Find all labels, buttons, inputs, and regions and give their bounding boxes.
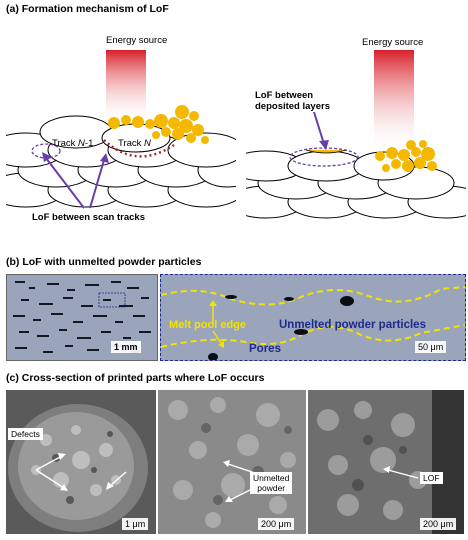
energy-beam (106, 50, 146, 122)
melt-pool-edge-label: Melt pool edge (169, 319, 246, 331)
energy-source-label-right: Energy source (362, 37, 423, 48)
layer-ellipses (246, 151, 466, 218)
melt-pool-edge-upper (161, 287, 465, 305)
sem-texture-2 (158, 390, 306, 534)
lof-layers-label: LoF between deposited layers (255, 90, 330, 112)
sem-image-1: Defects 1 μm (6, 390, 156, 534)
deposited-layer-schematic (246, 20, 466, 230)
sem-texture-3 (308, 390, 464, 534)
optical-micrograph-zoom: Melt pool edge Unmelted powder particles… (160, 274, 466, 361)
unmelted-powder-callout: Unmelted powder (250, 472, 292, 494)
sem-image-3: LOF 200 μm (308, 390, 464, 534)
lof-scan-tracks-label: LoF between scan tracks (32, 212, 145, 223)
sem-image-2: Unmelted powder 200 μm (158, 390, 306, 534)
defects-label: Defects (8, 428, 43, 440)
scale-bar-200um-b: 200 μm (420, 518, 456, 530)
optical-micrograph-overview: 1 mm (6, 274, 158, 361)
track-n-label: Track N (118, 138, 151, 149)
scale-bar-50um: 50 μm (415, 341, 446, 353)
lof-callout: LOF (420, 472, 443, 484)
energy-source-label-left: Energy source (106, 35, 167, 46)
panel-a-title: (a) Formation mechanism of LoF (6, 3, 169, 15)
pores-label: Pores (249, 343, 281, 355)
scale-bar-200um-a: 200 μm (258, 518, 294, 530)
scale-bar-1mm: 1 mm (111, 341, 141, 353)
scale-bar-1um: 1 μm (122, 518, 148, 530)
zoom-box (99, 293, 125, 307)
sem-texture-1 (6, 390, 156, 534)
lof-arrow (314, 112, 329, 150)
track-n-1-label: Track N-1 (52, 138, 93, 149)
panel-b-title: (b) LoF with unmelted powder particles (6, 256, 201, 268)
scan-track-schematic (6, 20, 236, 230)
unmelted-powder-label: Unmelted powder particles (279, 319, 426, 331)
panel-c-title: (c) Cross-section of printed parts where… (6, 372, 264, 384)
energy-beam (374, 50, 414, 150)
